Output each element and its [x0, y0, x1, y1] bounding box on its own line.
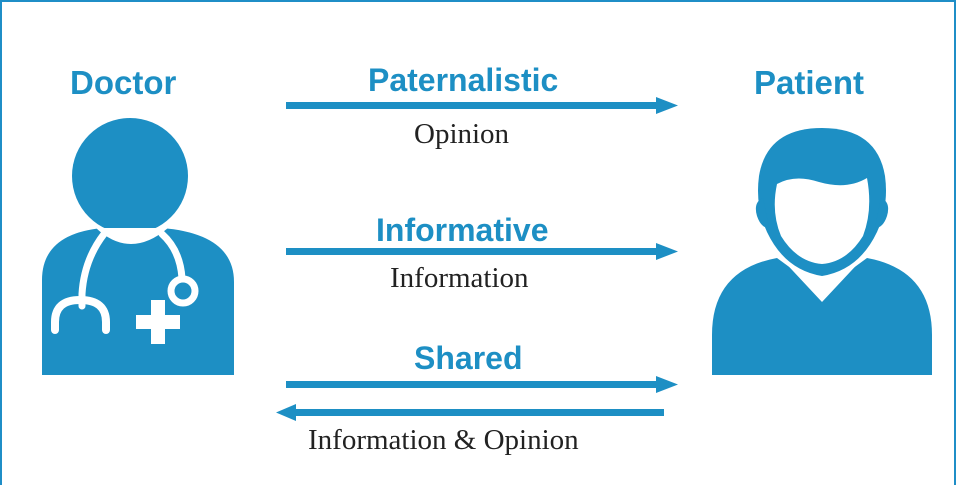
caption-opinion: Opinion — [414, 118, 510, 150]
arrow-right-shared — [286, 376, 678, 393]
model-name-shared: Shared — [414, 340, 523, 376]
caption-information: Information — [390, 262, 529, 294]
arrow-right-paternalistic — [286, 97, 678, 114]
patient-icon — [707, 120, 937, 380]
patient-label: Patient — [754, 64, 865, 101]
caption-information-and-opinion: Information & Opinion — [308, 424, 579, 456]
doctor-icon — [22, 110, 247, 382]
arrow-left-shared — [276, 404, 664, 421]
model-name-informative: Informative — [376, 212, 549, 248]
doctor-label: Doctor — [70, 64, 177, 101]
model-name-paternalistic: Paternalistic — [368, 62, 559, 98]
arrow-right-informative — [286, 243, 678, 260]
